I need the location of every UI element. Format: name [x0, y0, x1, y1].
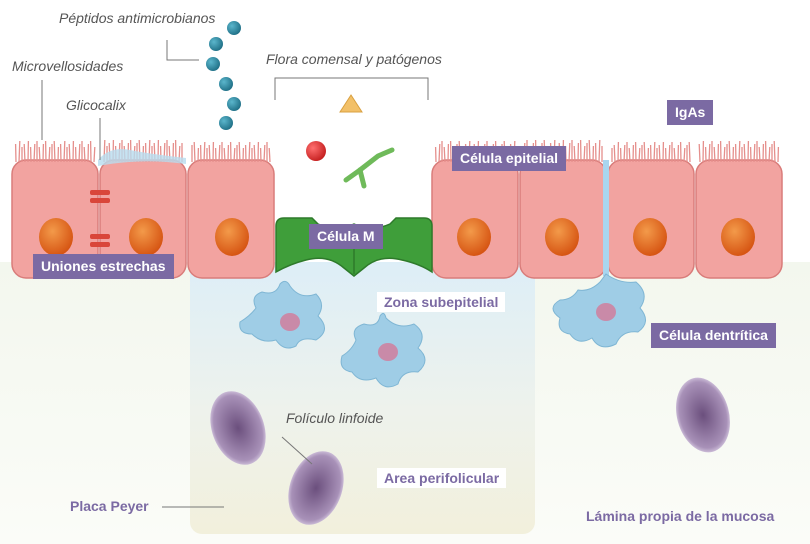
microvillus [698, 143, 701, 163]
igas-stream [603, 160, 609, 276]
microvillus [238, 141, 241, 163]
microvillus [18, 140, 21, 163]
microvillus [233, 147, 236, 163]
microvillus [573, 145, 576, 163]
microvillus [53, 140, 56, 163]
microvillus [658, 144, 661, 163]
microvillus [643, 141, 646, 163]
pathogen-green-antigen [343, 147, 395, 189]
microvillus [628, 147, 631, 163]
microvillus [588, 139, 591, 163]
microvillus [738, 140, 741, 163]
microvillus [583, 145, 586, 163]
microvillus [33, 143, 36, 163]
microvillus [673, 147, 676, 163]
microvillus [728, 140, 731, 163]
follicle-3 [676, 377, 730, 453]
microvillus [653, 141, 656, 163]
label-zona-subepitelial: Zona subepitelial [377, 292, 506, 312]
microvillus [683, 147, 686, 163]
microvillus [723, 146, 726, 163]
follicle-2 [288, 451, 344, 525]
microvillus [443, 146, 446, 163]
microvillus [208, 144, 211, 163]
microvillus [93, 146, 96, 163]
dendritic-cell-3 [552, 273, 646, 348]
microvillus [263, 144, 266, 163]
microvillus [753, 143, 756, 163]
microvillus [23, 143, 26, 163]
label-celula-dendritica: Célula dentrítica [651, 323, 776, 348]
label-lamina-propia: Lámina propia de la mucosa [586, 508, 775, 524]
microvillus [743, 143, 746, 163]
label-celula-m: Célula M [309, 224, 383, 249]
microvillus [218, 144, 221, 163]
label-igas: IgAs [667, 100, 714, 125]
dendritic-cell-2 [340, 312, 426, 388]
microvillus [768, 146, 771, 163]
microvillus [568, 142, 571, 163]
microvillus [713, 146, 716, 163]
epithelial-cells-left [11, 159, 275, 279]
label-flora: Flora comensal y patógenos [266, 51, 442, 67]
microvillus [38, 146, 41, 163]
label-celula-epitelial: Célula epitelial [452, 146, 567, 171]
peptide-dots [206, 21, 241, 130]
microvillus [438, 143, 441, 163]
pathogen-triangle [339, 94, 363, 113]
microvillus [83, 146, 86, 163]
microvillus [48, 146, 51, 163]
microvillus [203, 141, 206, 163]
microvillus [773, 140, 776, 163]
label-foliculo: Folículo linfoide [286, 410, 384, 426]
microvillus [668, 144, 671, 163]
microvillus [623, 144, 626, 163]
microvillus [708, 143, 711, 163]
leader-lines [41, 40, 429, 508]
label-microvellosidades: Microvellosidades [12, 58, 124, 74]
label-glicocalix: Glicocalix [66, 97, 126, 113]
epithelial-cells-right [431, 159, 783, 279]
pathogen-red-sphere [306, 141, 326, 161]
label-area-perifolicular: Area perifolicular [377, 468, 507, 488]
label-uniones-estrechas: Uniones estrechas [33, 254, 174, 279]
microvillus [78, 143, 81, 163]
label-placa-peyer: Placa Peyer [70, 498, 149, 514]
glicocalix-layer [98, 149, 186, 166]
microvillus [268, 147, 271, 163]
microvillus [63, 140, 66, 163]
microvillus [758, 146, 761, 163]
tight-junctions [90, 190, 110, 247]
label-peptidos: Péptidos antimicrobianos [59, 10, 216, 26]
microvillus [688, 141, 691, 163]
follicle-1 [210, 391, 266, 465]
microvillus [248, 141, 251, 163]
microvillus [68, 143, 71, 163]
microvillus [638, 147, 641, 163]
dendritic-cell-1 [239, 280, 325, 349]
microvillus [613, 144, 616, 163]
microvillus [223, 147, 226, 163]
microvillus [193, 141, 196, 163]
microvillus [598, 139, 601, 163]
microvillus [253, 144, 256, 163]
